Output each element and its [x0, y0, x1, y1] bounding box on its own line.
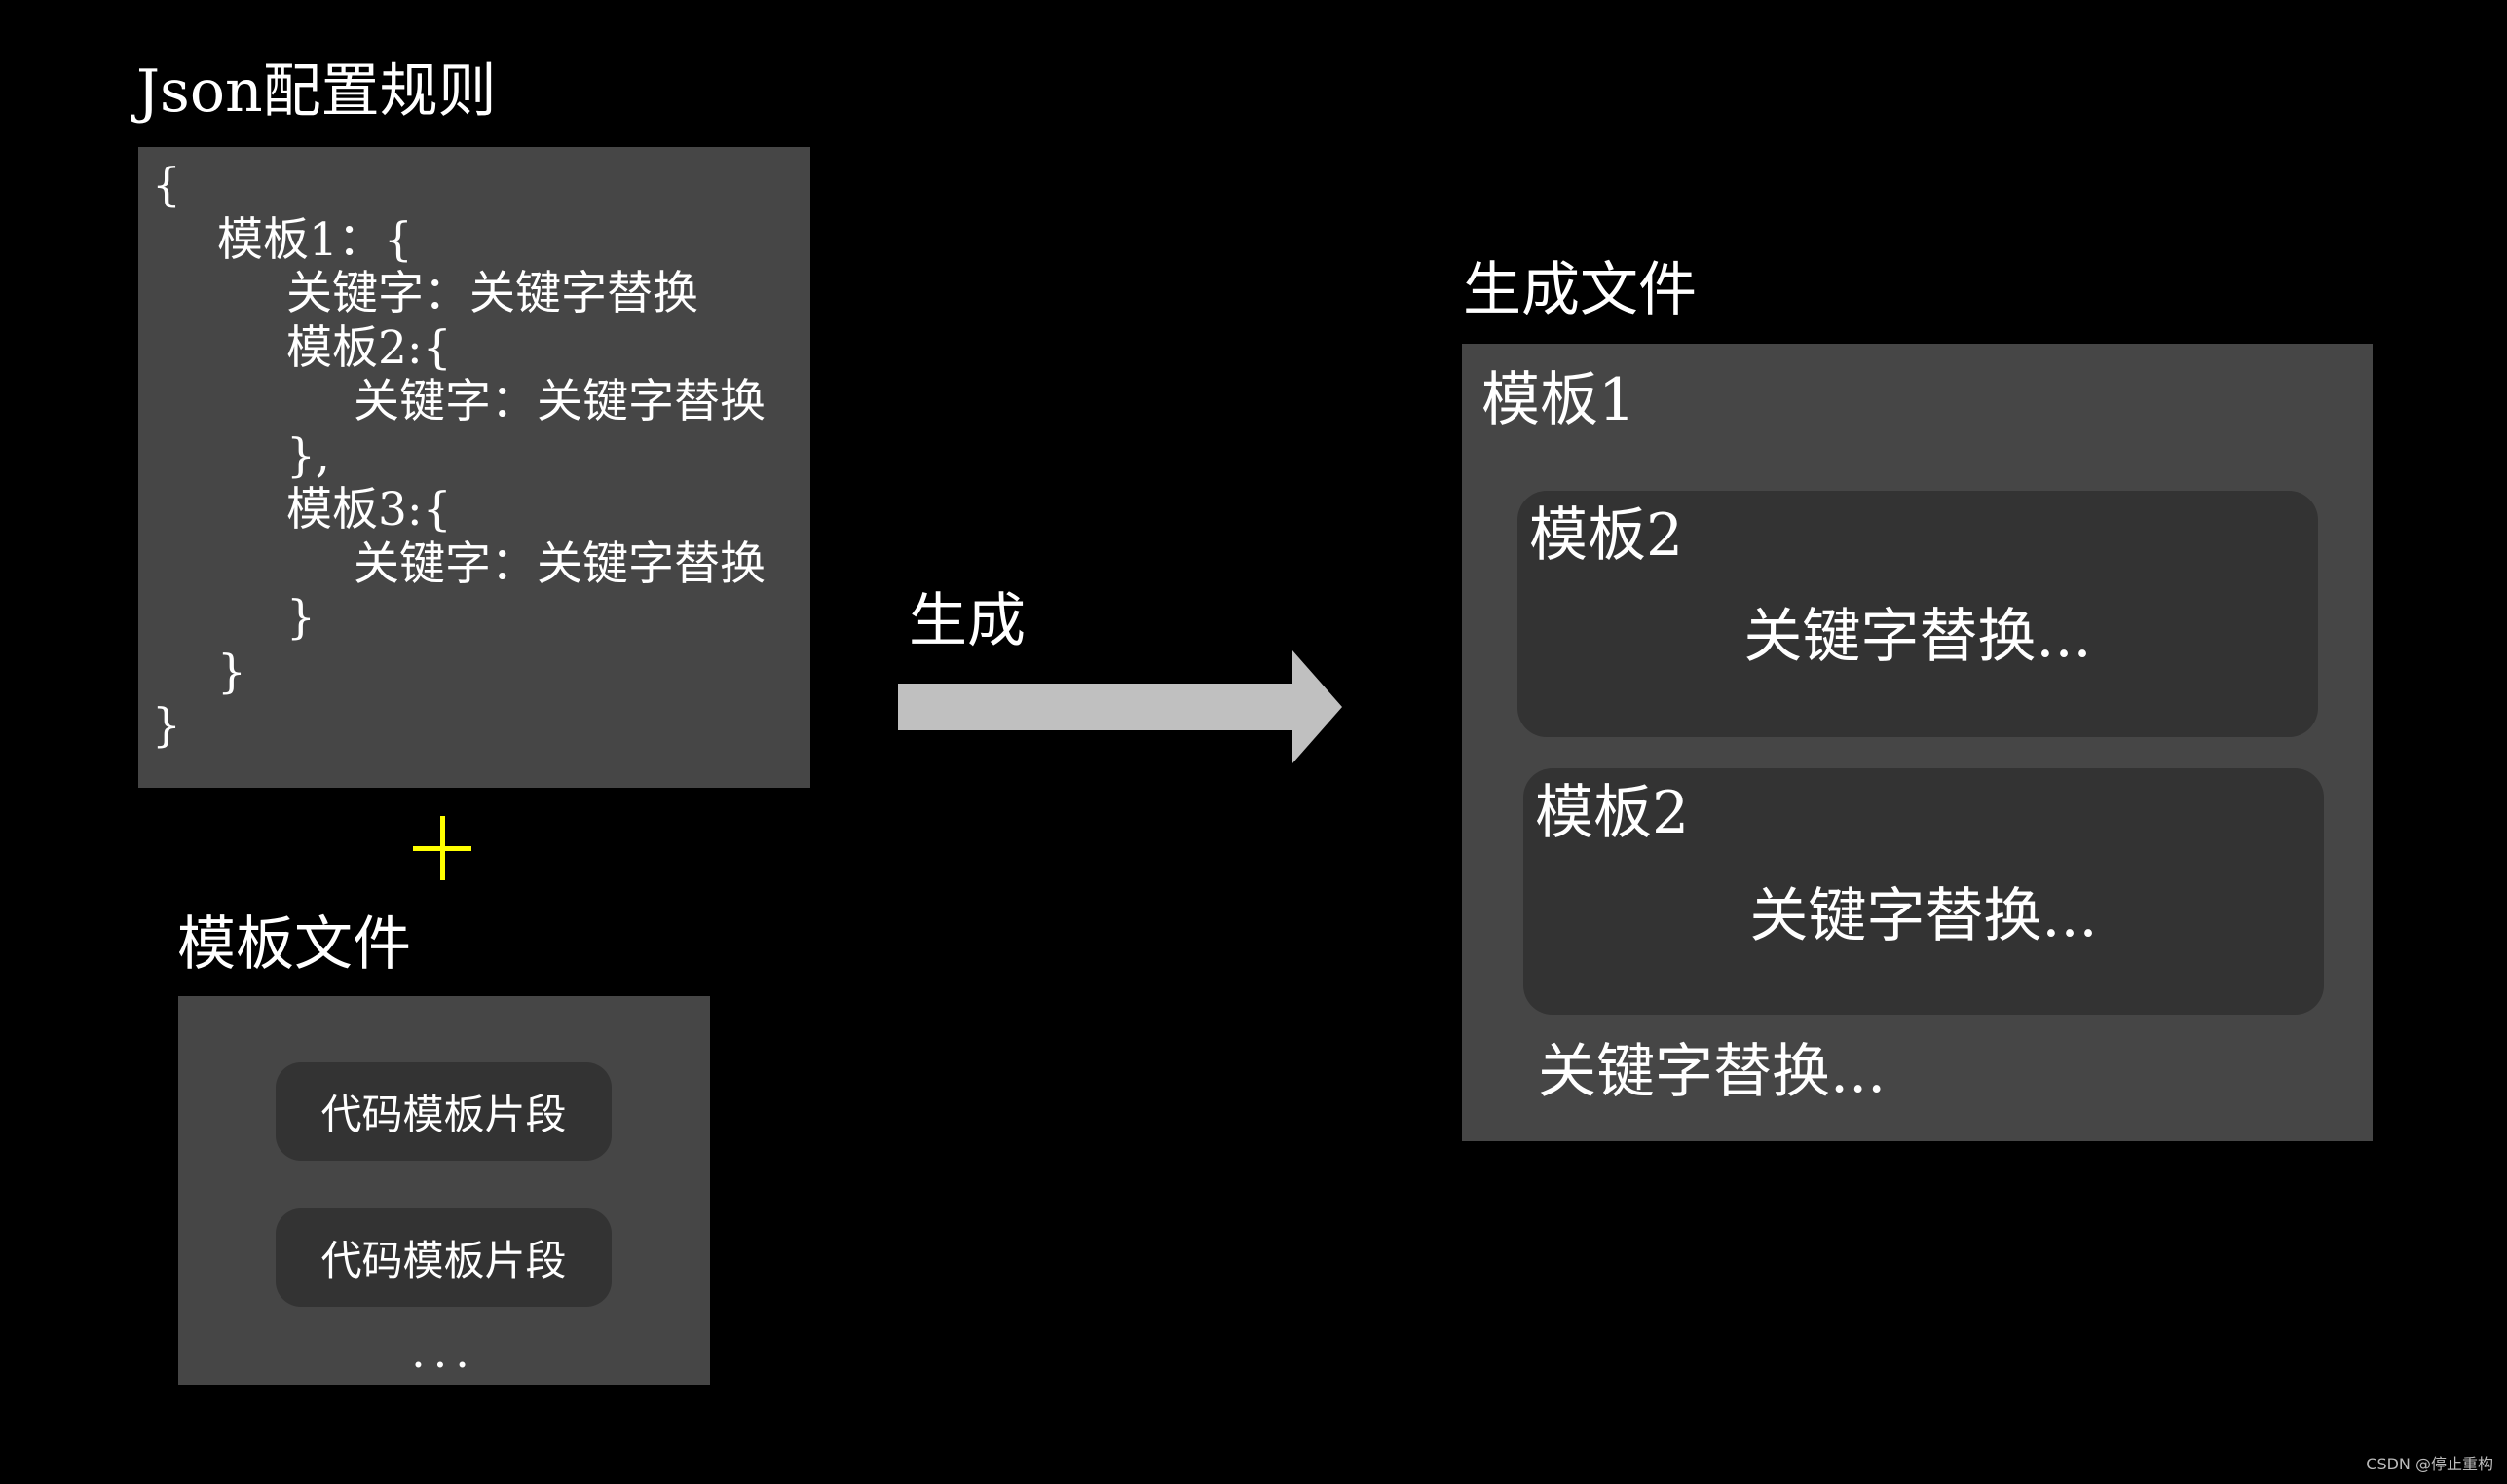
json-line: 模板1：{: [217, 213, 413, 267]
json-rules-box: { 模板1：{ 关键字：关键字替换 模板2:{ 关键字：关键字替换 }, 模板3…: [138, 147, 810, 788]
nested-template-body: 关键字替换...: [1749, 882, 2098, 950]
output-footer-text: 关键字替换...: [1538, 1038, 1887, 1106]
template-files-title: 模板文件: [177, 910, 411, 979]
nested-template-block: 模板2 关键字替换...: [1517, 491, 2318, 737]
plus-icon: [413, 816, 471, 880]
json-line: }: [217, 646, 246, 699]
json-line: 关键字：关键字替换: [286, 267, 698, 320]
json-line: }: [286, 591, 316, 645]
json-line: 关键字：关键字替换: [354, 538, 766, 591]
code-snippet-chip: 代码模板片段: [276, 1062, 612, 1161]
output-file-title: 生成文件: [1463, 256, 1697, 324]
watermark: CSDN @停止重构: [2366, 1455, 2493, 1473]
json-line: 关键字：关键字替换: [354, 375, 766, 428]
json-line: 模板3:{: [286, 483, 452, 537]
right-arrow-icon: [898, 650, 1342, 763]
json-line: {: [152, 159, 181, 212]
nested-template-title: 模板2: [1529, 501, 1684, 570]
json-rules-title: Json配置规则: [136, 57, 497, 126]
nested-template-title: 模板2: [1535, 779, 1690, 847]
json-line: }: [152, 699, 181, 753]
code-snippet-chip: 代码模板片段: [276, 1208, 612, 1307]
nested-template-body: 关键字替换...: [1743, 603, 2092, 671]
nested-template-block: 模板2 关键字替换...: [1523, 768, 2324, 1015]
template-files-box: 代码模板片段 代码模板片段 ...: [178, 996, 710, 1385]
json-line: 模板2:{: [286, 321, 452, 375]
json-line: },: [286, 429, 330, 483]
template-ellipsis: ...: [411, 1325, 477, 1378]
generate-label: 生成: [909, 587, 1026, 655]
output-file-box: 模板1 模板2 关键字替换... 模板2 关键字替换... 关键字替换...: [1462, 344, 2373, 1141]
output-template-label: 模板1: [1481, 366, 1636, 434]
